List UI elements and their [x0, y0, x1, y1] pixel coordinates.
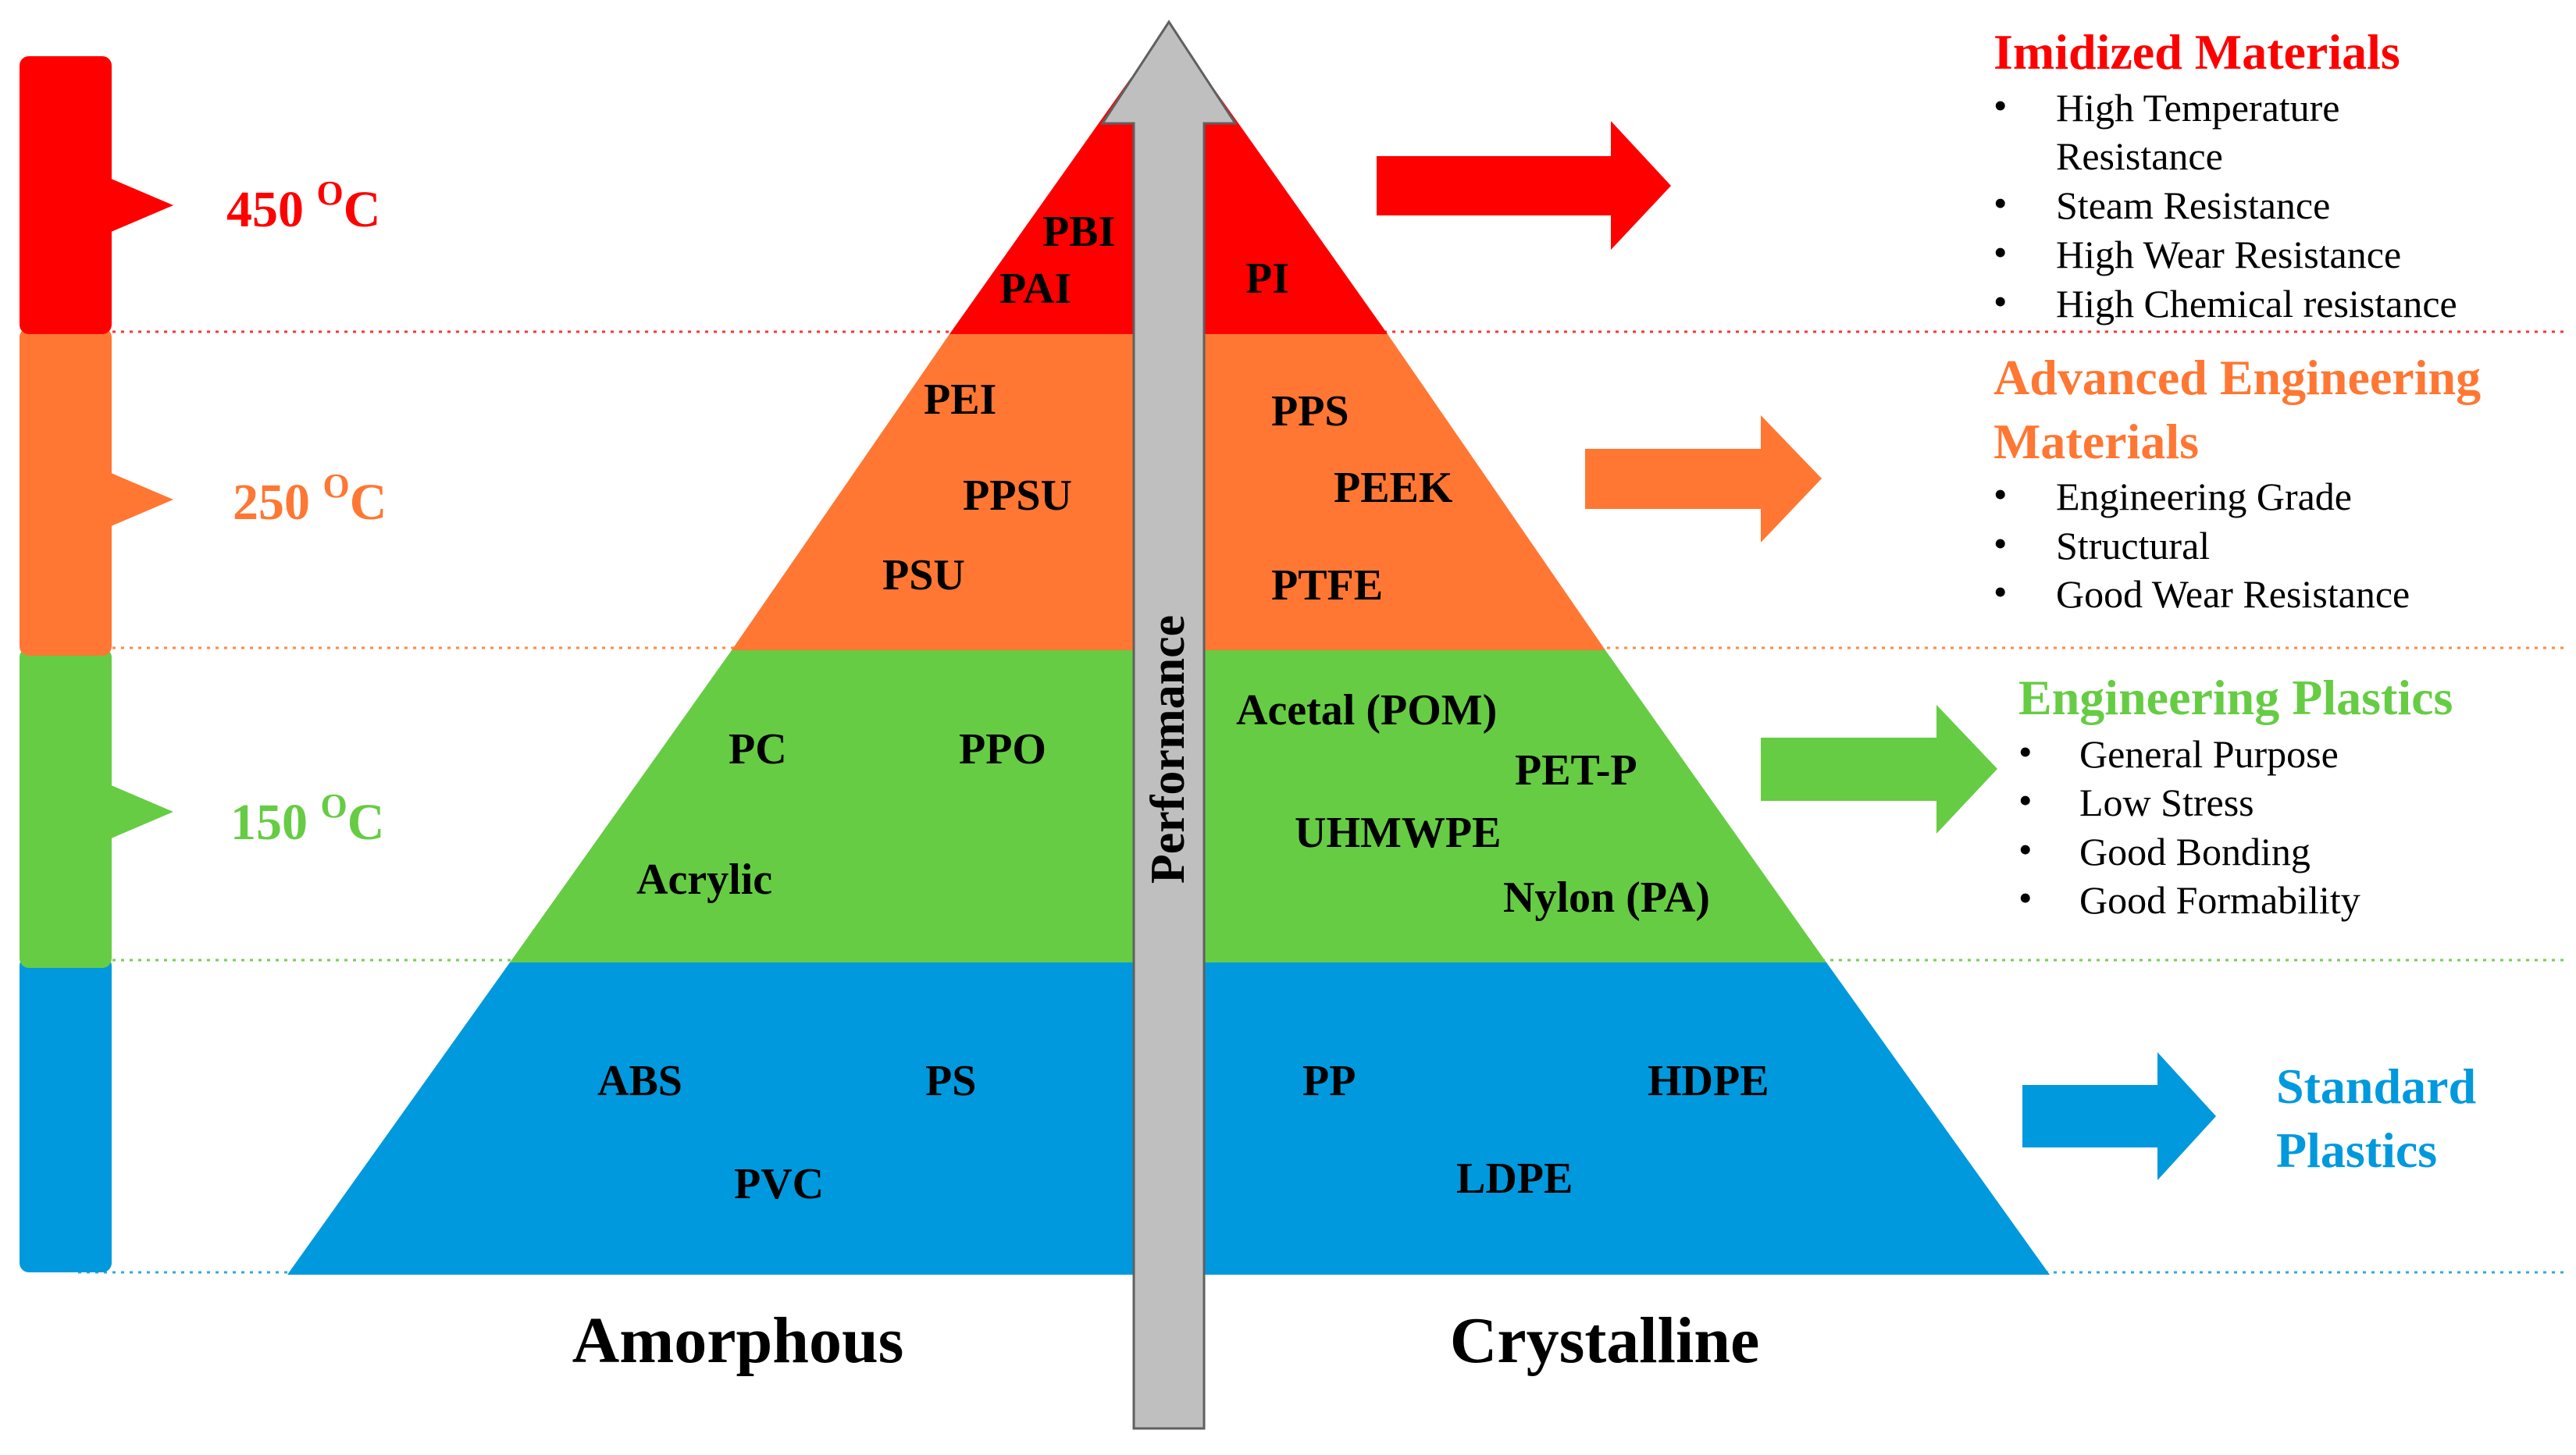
bullet-dot: • [1993, 230, 2008, 274]
bullet-advanced-3: Good Wear Resistance [2056, 572, 2410, 616]
temp-bar-pointer-450 [109, 178, 173, 233]
arrow-engineering [1761, 705, 1997, 834]
bullet-imidized-4: High Chemical resistance [2056, 282, 2457, 326]
polymer-pi: PI [1245, 254, 1289, 303]
category-title-engineering: Engineering Plastics [2018, 670, 2453, 725]
temp-label-150: 150 OC [230, 787, 384, 851]
polymer-pvc: PVC [734, 1160, 824, 1208]
bullet-dot: • [1993, 570, 2008, 614]
bullet-advanced-2: Structural [2056, 524, 2210, 567]
bullet-advanced-1: Engineering Grade [2056, 475, 2352, 518]
bullet-dot: • [1993, 472, 2008, 516]
polymer-ldpe: LDPE [1456, 1154, 1573, 1203]
polymer-pc: PC [729, 725, 787, 774]
performance-label: Performance [1142, 615, 1195, 884]
bullet-imidized-2: Steam Resistance [2056, 183, 2330, 227]
polymer-psu: PSU [882, 551, 965, 599]
bullet-dot: • [1993, 84, 2008, 127]
polymer-nylon-pa: Nylon (PA) [1503, 873, 1710, 922]
bullet-dot: • [1993, 181, 2008, 225]
bullet-engineering-1: General Purpose [2079, 732, 2339, 776]
bullet-imidized-3: High Wear Resistance [2056, 233, 2401, 276]
polymer-peek: PEEK [1334, 464, 1453, 512]
temp-bar-imidized [20, 56, 112, 334]
temp-label-450: 450 OC [226, 174, 380, 238]
arrow-standard [2022, 1052, 2216, 1180]
polymer-uhmwpe: UHMWPE [1295, 809, 1501, 857]
polymer-acetal-pom: Acetal (POM) [1236, 686, 1497, 735]
polymer-pei: PEI [924, 375, 996, 424]
amorphous-label: Amorphous [572, 1304, 904, 1377]
bullet-dot: • [2018, 827, 2033, 871]
bullet-dot: • [2018, 730, 2033, 774]
bullet-engineering-2: Low Stress [2079, 781, 2254, 824]
bullet-dot: • [2018, 876, 2033, 920]
bullet-dot: • [1993, 521, 2008, 565]
temp-bar-standard [20, 956, 112, 1272]
performance-arrow [1100, 20, 1238, 1430]
category-bullets-advanced: • Engineering Grade • Structural • Good … [1993, 472, 2410, 616]
bullet-engineering-4: Good Formability [2079, 878, 2360, 922]
polymer-ppo: PPO [959, 725, 1046, 774]
polymer-acrylic: Acrylic [636, 856, 772, 904]
temp-bar-pointer-150 [109, 784, 173, 839]
bullet-dot: • [2018, 778, 2033, 822]
polymer-ps: PS [925, 1057, 976, 1105]
arrow-advanced [1585, 415, 1822, 543]
arrow-imidized [1377, 121, 1671, 250]
crystalline-label: Crystalline [1450, 1304, 1760, 1377]
polymer-pai: PAI [999, 265, 1071, 313]
polymer-ptfe: PTFE [1271, 561, 1383, 610]
polymer-pet-p: PET-P [1515, 746, 1637, 795]
bullet-engineering-3: Good Bonding [2079, 830, 2311, 873]
temp-label-250: 250 OC [233, 467, 387, 531]
temp-bar-pointer-250 [109, 472, 173, 527]
polymer-hdpe: HDPE [1648, 1057, 1769, 1105]
category-title-imidized: Imidized Materials [1993, 24, 2400, 80]
polymer-pbi: PBI [1042, 208, 1115, 256]
temp-bar-engineering [20, 648, 112, 968]
polymer-ppsu: PPSU [963, 471, 1072, 520]
category-bullets-engineering: • General Purpose • Low Stress • Good Bo… [2018, 730, 2360, 922]
polymer-abs: ABS [597, 1057, 682, 1105]
polymer-pp: PP [1302, 1057, 1356, 1105]
polymer-pps: PPS [1271, 387, 1349, 436]
temp-bar-advanced [20, 328, 112, 656]
bullet-dot: • [1993, 279, 2008, 323]
